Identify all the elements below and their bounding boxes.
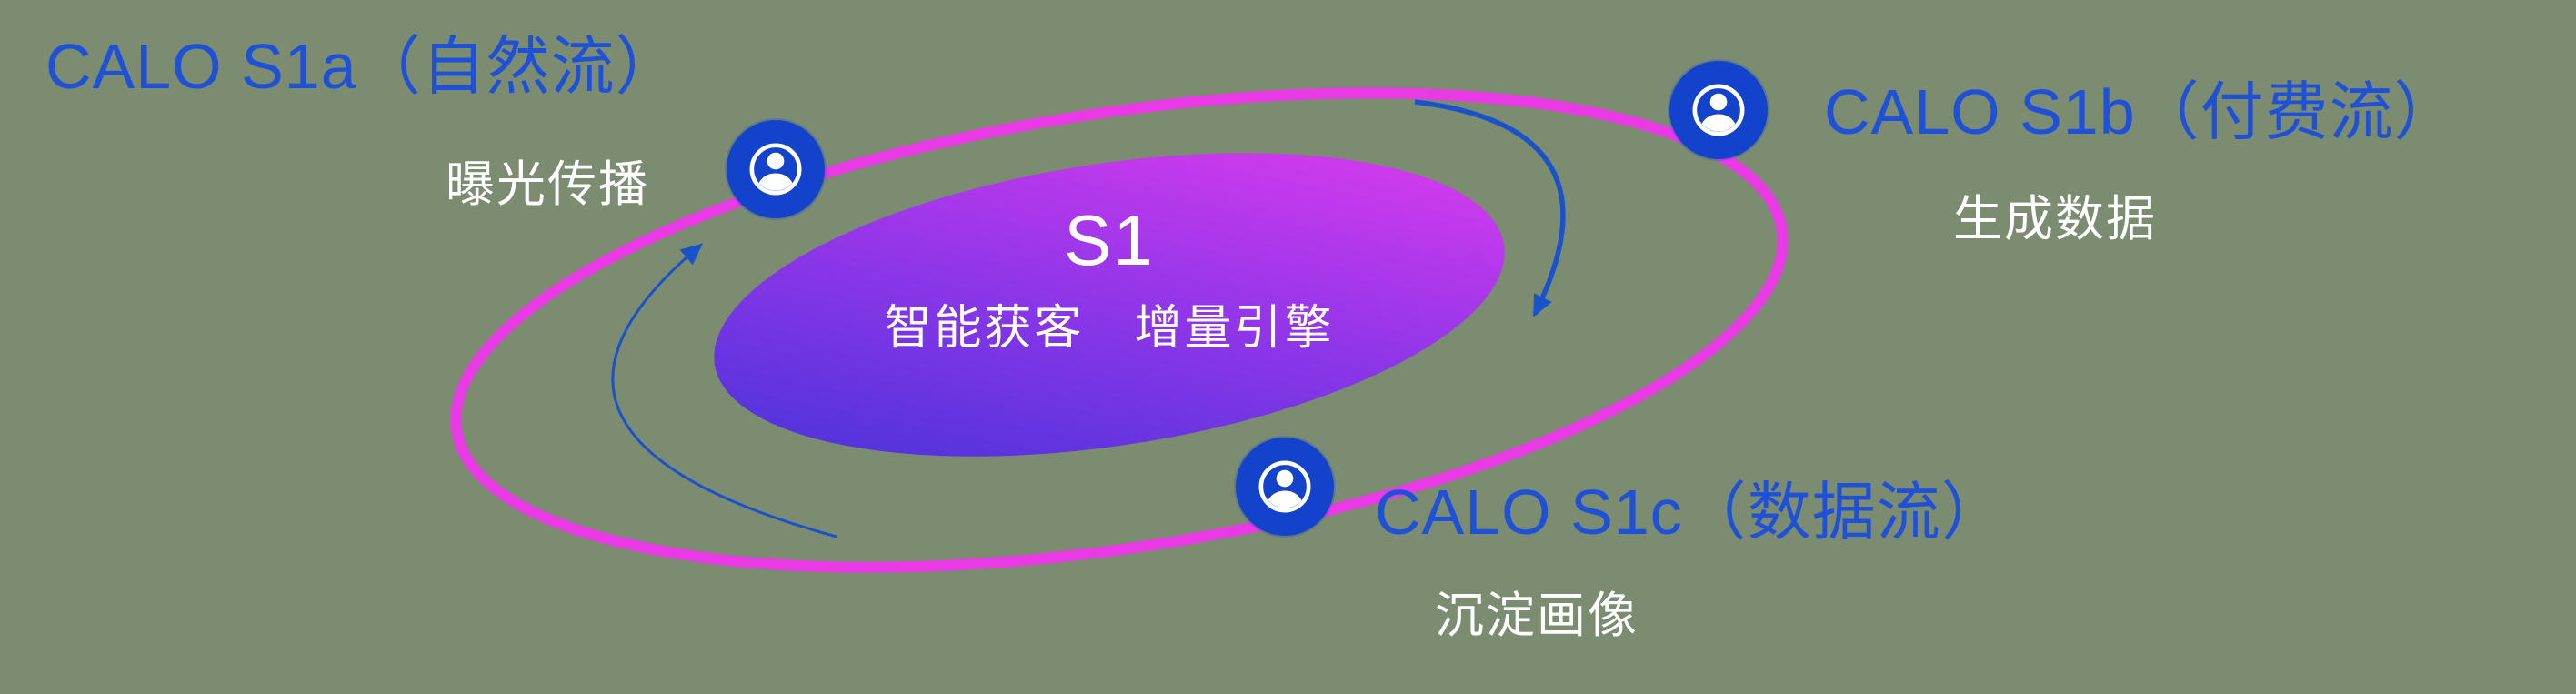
core-title: S1 (1064, 200, 1155, 280)
person-icon (737, 130, 815, 208)
person-icon (1679, 71, 1758, 149)
node-calo-s1a (727, 120, 825, 218)
core-label-group: S1 智能获客 增量引擎 (884, 200, 1335, 357)
orbit-ring (450, 87, 1789, 573)
node-calo-s1c (1236, 438, 1334, 536)
label-calo-s1a-title: CALO S1a（自然流） (45, 31, 680, 102)
label-calo-s1c-title: CALO S1c（数据流） (1375, 477, 2006, 548)
node-calo-s1b (1669, 61, 1768, 159)
flow-arrow-left (611, 243, 837, 538)
core-ellipse (714, 153, 1505, 457)
core-subtitle: 智能获客 增量引擎 (884, 301, 1335, 355)
label-calo-s1a-subtitle: 曝光传播 (446, 157, 649, 212)
flow-arrow-top-right (1414, 99, 1566, 317)
label-calo-s1b-title: CALO S1b（付费流） (1824, 76, 2459, 147)
label-calo-s1b-subtitle: 生成数据 (1953, 192, 2157, 246)
person-icon (1246, 448, 1324, 526)
label-calo-s1c-subtitle: 沉淀画像 (1435, 588, 1639, 643)
